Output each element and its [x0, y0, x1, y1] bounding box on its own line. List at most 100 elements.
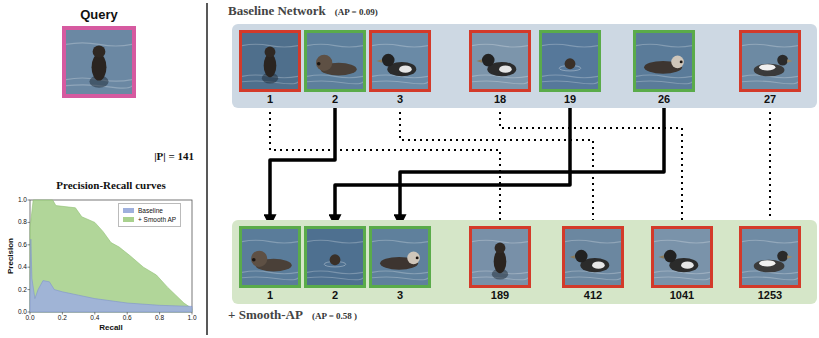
otter-head	[495, 243, 506, 254]
set-size: |P| = 141	[154, 150, 194, 162]
duck-beak	[377, 59, 382, 63]
rank-number: 412	[562, 289, 624, 301]
image-tile	[469, 30, 531, 92]
query-photo	[66, 30, 132, 94]
rank-number: 1	[239, 93, 301, 105]
water	[742, 33, 798, 89]
legend-row: + Smooth AP	[123, 215, 176, 224]
panel-title: Query	[46, 7, 152, 22]
query-image: Query	[62, 26, 136, 98]
tile-photo	[472, 229, 528, 285]
tick-label: 0.0	[8, 308, 27, 316]
tick-label: 0.8	[150, 314, 170, 322]
water	[636, 33, 692, 89]
image-tile	[651, 226, 713, 288]
water	[654, 229, 710, 285]
legend-box: Baseline + Smooth AP	[118, 203, 181, 227]
tick-label: 1.0	[182, 314, 202, 322]
tick-mark	[28, 200, 31, 201]
duck-head	[382, 54, 395, 67]
duck-head	[777, 55, 788, 66]
ranked-image: 2	[304, 226, 366, 302]
duck-patch	[499, 66, 512, 73]
ap-value: (AP = 0.58 )	[312, 311, 357, 321]
ranked-image: 27	[739, 30, 801, 106]
duck-patch	[399, 66, 412, 73]
ranked-image: 3	[369, 226, 431, 302]
water	[472, 33, 528, 89]
tick-label: 0.6	[117, 314, 137, 322]
legend-text: + Smooth AP	[138, 216, 176, 223]
otter-nose	[680, 60, 683, 63]
rank-link	[769, 106, 771, 226]
rank-number: 1041	[651, 289, 713, 301]
water	[242, 229, 298, 285]
image-tile	[562, 226, 624, 288]
tile-photo	[472, 33, 528, 89]
ranking-band: + Smooth-AP(AP = 0.58 )12318941210411253	[232, 220, 817, 304]
duck-beak	[570, 255, 575, 259]
ripple	[372, 44, 428, 84]
otter-head	[565, 58, 576, 69]
image-tile	[739, 226, 801, 288]
axis-title: Recall	[30, 323, 192, 333]
legend-swatch	[123, 208, 134, 213]
tile-photo	[242, 229, 298, 285]
tile-photo	[242, 33, 298, 89]
tile-photo	[742, 229, 798, 285]
duck-head	[777, 251, 788, 262]
otter-nose	[317, 62, 321, 66]
otter-head	[316, 55, 332, 71]
rerank-arrow	[335, 106, 570, 226]
duck-body	[754, 64, 785, 77]
ripple	[66, 43, 132, 88]
smooth-ap-curve	[30, 200, 192, 312]
rank-number: 189	[469, 289, 531, 301]
rank-number: 2	[304, 289, 366, 301]
band-title: + Smooth-AP	[228, 307, 303, 323]
tile-photo	[372, 229, 428, 285]
duck-beak	[659, 255, 664, 259]
otter-head	[330, 254, 341, 265]
duck-beak	[477, 59, 482, 63]
legend-text: Baseline	[138, 207, 163, 214]
tile-photo	[372, 33, 428, 89]
rank-number: 3	[369, 93, 431, 105]
rank-link	[500, 106, 682, 226]
tile-photo	[307, 33, 363, 89]
duck-body	[754, 260, 785, 273]
baseline-curve	[30, 239, 192, 312]
ripple	[242, 44, 298, 84]
tick-label: 0.0	[20, 314, 40, 322]
ranked-image: 1	[239, 226, 301, 302]
image-tile	[633, 30, 695, 92]
image-tile	[539, 30, 601, 92]
ranking-band: Baseline Network(AP = 0.09)12318192627	[232, 24, 817, 108]
duck-beak	[787, 255, 792, 259]
rank-link	[400, 106, 593, 226]
water	[472, 229, 528, 285]
water	[372, 33, 428, 89]
tile-photo	[565, 229, 621, 285]
duck-patch	[681, 262, 694, 269]
rerank-arrow	[400, 106, 664, 226]
duck-patch	[759, 260, 775, 266]
tile-photo	[307, 229, 363, 285]
ranked-image: 3	[369, 30, 431, 106]
otter-head	[671, 56, 684, 69]
image-tile	[304, 30, 366, 92]
rerank-arrow	[270, 106, 335, 226]
axis-ticks	[28, 200, 193, 315]
otter-head	[251, 251, 267, 267]
axis-title: Precision	[6, 231, 16, 281]
otter-head	[265, 47, 276, 58]
water	[372, 229, 428, 285]
ripple	[654, 240, 710, 280]
image-tile	[739, 30, 801, 92]
ripple	[742, 240, 798, 280]
tile-photo	[542, 33, 598, 89]
ranked-image: 26	[633, 30, 695, 106]
image-tile	[369, 30, 431, 92]
image-tile	[304, 226, 366, 288]
